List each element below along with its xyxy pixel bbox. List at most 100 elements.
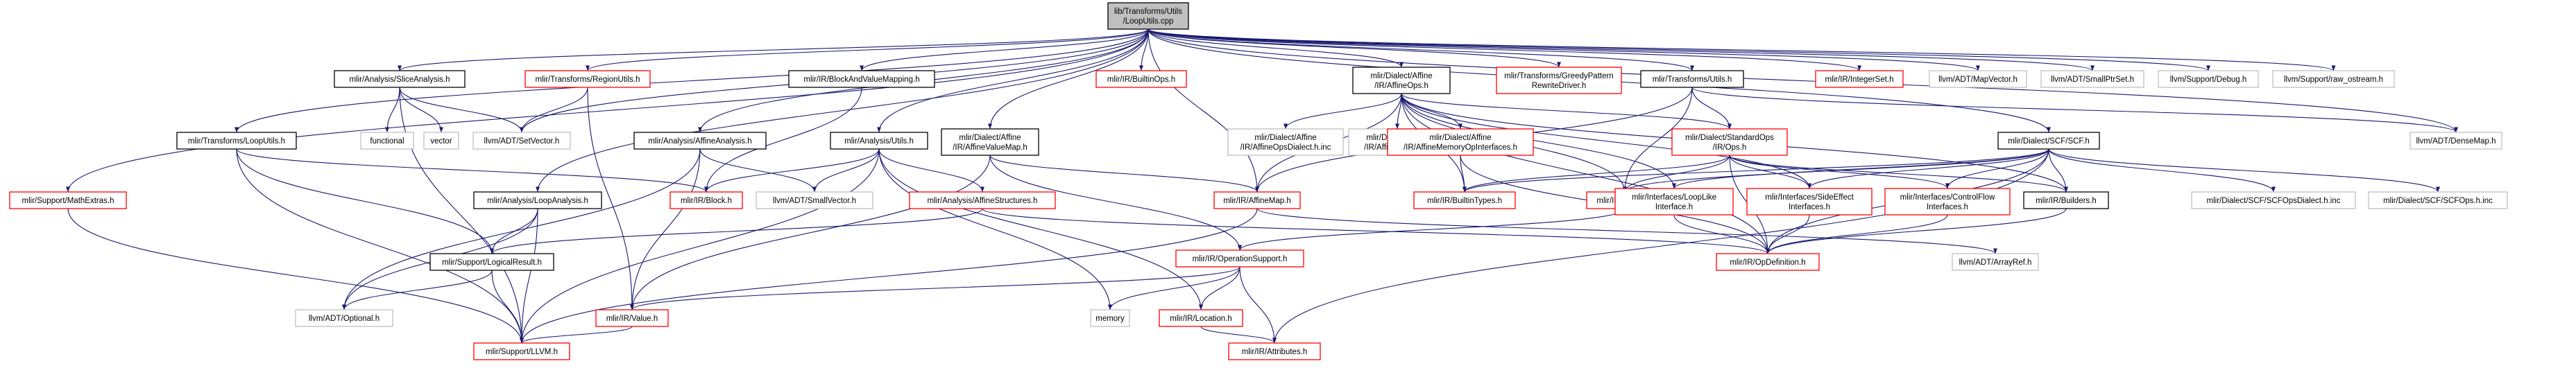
edge-affvalmap-to-opsupport [989,155,1243,251]
edge-loopu-to-llvmh [236,148,524,344]
node-box [1107,2,1189,30]
node-affvalmap[interactable]: mlir/Dialect/Affine/IR/AffineValueMap.h [941,128,1039,156]
edge-value-to-llvmh [520,326,633,344]
node-opdef[interactable]: mlir/IR/OpDefinition.h [1716,253,1820,271]
node-arrayref: llvm/ADT/ArrayRef.h [1952,253,2039,271]
node-label: mlir/Interfaces/LoopLike [1632,193,1716,202]
node-stdops[interactable]: mlir/Dialect/StandardOps/IR/Ops.h [1671,128,1788,156]
edge-mathextras-to-llvmh [67,208,524,344]
node-slice[interactable]: mlir/Analysis/SliceAnalysis.h [334,70,466,88]
node-label: RewriteDriver.h [1532,82,1587,90]
node-box [2368,191,2508,209]
node-loopu[interactable]: mlir/Transforms/LoopUtils.h [176,132,297,150]
node-box [473,342,570,360]
node-debug: llvm/Support/Debug.h [2158,70,2259,88]
edge-loopanal-to-logical [489,208,538,254]
edge-stdops-to-builtintypes [1462,155,1730,193]
node-optional: llvm/ADT/Optional.h [295,309,393,327]
node-blockvalmap[interactable]: mlir/IR/BlockAndValueMapping.h [788,70,935,88]
node-box [1929,70,2027,88]
node-tutils[interactable]: mlir/Transforms/Utils.h [1640,70,1744,88]
node-mathextras[interactable]: mlir/Support/MathExtras.h [9,191,127,209]
edge-root-to-intset [1148,28,1861,71]
node-label: mlir/Support/MathExtras.h [22,197,114,205]
edge-autils-to-location [878,148,1204,310]
node-box [1746,188,1873,216]
node-box [1095,70,1187,88]
node-label: vector [430,137,452,146]
node-affanal[interactable]: mlir/Analysis/AffineAnalysis.h [633,132,767,150]
node-box [1716,253,1820,271]
node-affstruct[interactable]: mlir/Analysis/AffineStructures.h [909,191,1056,209]
edge-autils-to-llvmh [519,148,880,344]
edge-affmap-to-arrayref [1256,208,1997,254]
edge-scf-to-scfops [2048,148,2440,193]
node-label: mlir/Transforms/Utils.h [1653,76,1732,84]
node-smallptrset: llvm/ADT/SmallPtrSet.h [2040,70,2144,88]
node-box [1213,191,1301,209]
edge-slice-to-vector [399,87,444,133]
node-location[interactable]: mlir/IR/Location.h [1159,309,1243,327]
node-label: mlir/Analysis/AffineAnalysis.h [648,137,751,146]
node-opsdialect: mlir/Dialect/Affine/IR/AffineOpsDialect.… [1227,128,1344,156]
node-label: llvm/Support/Debug.h [2170,76,2247,84]
edge-tutils-to-stdops [1691,87,1732,130]
node-box [2191,191,2356,209]
edge-root-to-tutils [1148,28,1694,71]
edge-sideeffect-to-opdef [1765,214,1810,254]
node-label: mlir/Transforms/GreedyPattern [1504,72,1613,80]
node-block[interactable]: mlir/IR/Block.h [669,191,743,209]
node-builtintypes[interactable]: mlir/IR/BuiltinTypes.h [1413,191,1516,209]
edge-stdops-to-sideeffect [1729,155,1812,189]
node-autils[interactable]: mlir/Analysis/Utils.h [830,132,928,150]
node-label: mlir/IR/OperationSupport.h [1193,255,1288,263]
edge-autils-to-smallvector [812,148,880,193]
node-scfdialect: mlir/Dialect/SCF/SCFOpsDialect.h.inc [2191,191,2356,209]
node-root[interactable]: lib/Transforms/Utils/LoopUtils.cpp [1107,2,1189,30]
node-affmap[interactable]: mlir/IR/AffineMap.h [1213,191,1301,209]
node-intset[interactable]: mlir/IR/IntegerSet.h [1815,70,1904,88]
node-box [1640,70,1744,88]
node-box [176,132,297,150]
edge-autils-to-memory [878,148,1113,310]
edge-regionutils-to-value [587,87,635,310]
node-label: Interfaces.h [1789,203,1830,211]
node-logical[interactable]: mlir/Support/LogicalResult.h [429,253,554,271]
edge-affanal-to-value [629,148,701,310]
node-value[interactable]: mlir/IR/Value.h [595,309,669,327]
node-label: mlir/IR/BuiltinTypes.h [1427,197,1502,205]
edge-root-to-debug [1148,28,2210,71]
edge-root-to-slice [398,28,1149,71]
edges [66,28,2458,344]
node-label: llvm/ADT/ArrayRef.h [1959,258,2032,267]
node-label: mlir/Dialect/Affine [1370,72,1432,80]
node-greedy[interactable]: mlir/Transforms/GreedyPatternRewriteDriv… [1496,67,1622,94]
node-regionutils[interactable]: mlir/Transforms/RegionUtils.h [524,70,651,88]
node-scf[interactable]: mlir/Dialect/SCF/SCF.h [1997,132,2100,150]
node-label: mlir/Transforms/RegionUtils.h [535,76,640,84]
edge-affineops-to-opdef [1401,93,1771,254]
node-builders[interactable]: mlir/IR/Builders.h [2023,191,2109,209]
node-affineops[interactable]: mlir/Dialect/Affine/IR/AffineOps.h [1352,67,1451,94]
node-label: mlir/IR/OpDefinition.h [1730,258,1805,267]
node-opsupport[interactable]: mlir/IR/OperationSupport.h [1175,249,1304,268]
node-label: mlir/Transforms/LoopUtils.h [188,137,285,146]
node-memopif[interactable]: mlir/Dialect/Affine/IR/AffineMemoryOpInt… [1387,128,1534,156]
edge-scf-to-attributes [1272,148,2049,344]
node-llvmh[interactable]: mlir/Support/LLVM.h [473,342,570,360]
node-label: mlir/Dialect/SCF/SCF.h [2008,137,2090,146]
node-box [2158,70,2259,88]
node-mapvector: llvm/ADT/MapVector.h [1929,70,2027,88]
node-box [788,70,935,88]
node-label: llvm/Support/raw_ostream.h [2284,76,2383,84]
node-builtinops[interactable]: mlir/IR/BuiltinOps.h [1095,70,1187,88]
node-attributes[interactable]: mlir/IR/Attributes.h [1228,342,1321,360]
node-loopanal[interactable]: mlir/Analysis/LoopAnalysis.h [473,191,602,209]
edge-slice-to-functional [384,87,400,133]
edge-root-to-rawostream [1148,28,2336,71]
edge-regionutils-to-setvector [519,87,588,133]
